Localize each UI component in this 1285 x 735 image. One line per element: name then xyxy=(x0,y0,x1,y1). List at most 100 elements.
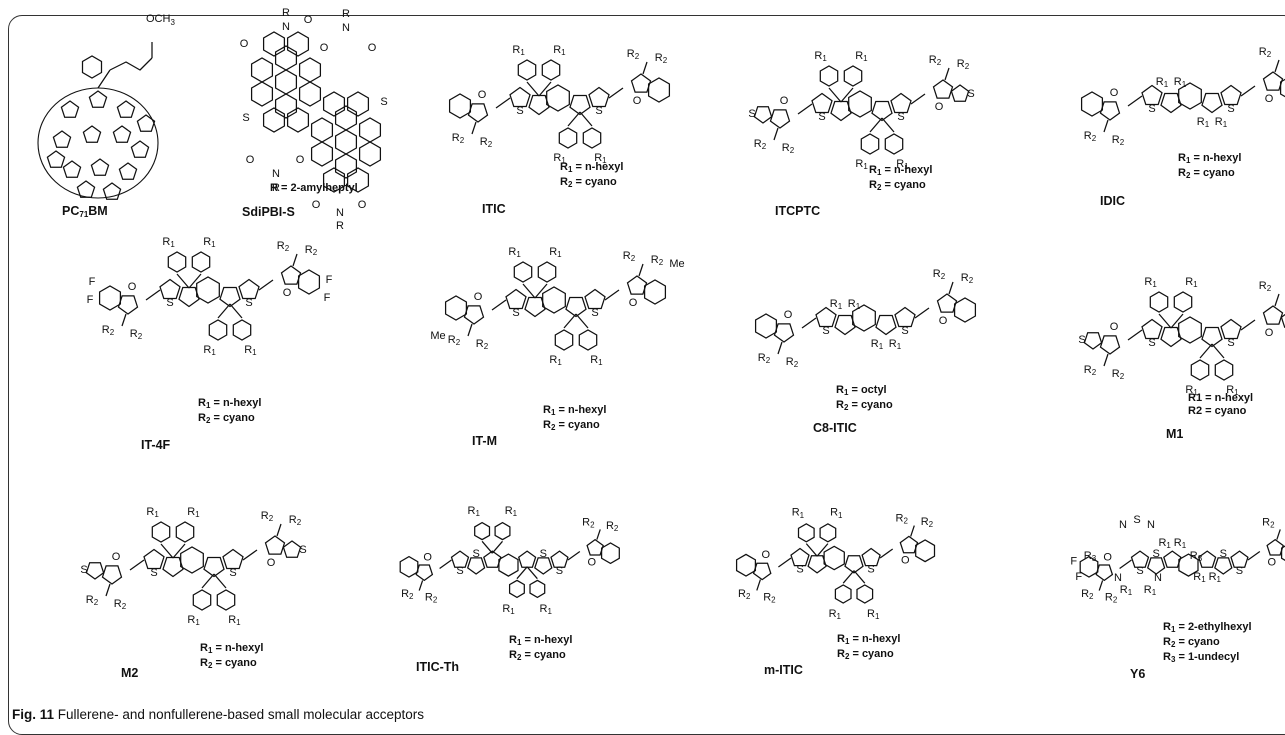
atom-label: R1 xyxy=(553,44,566,57)
ring xyxy=(1099,101,1121,121)
bond xyxy=(201,573,215,589)
ring xyxy=(830,100,852,122)
bond xyxy=(828,87,842,103)
definition-line: R2 = cyano xyxy=(836,399,893,412)
ring xyxy=(280,265,302,285)
atom-label: O xyxy=(762,549,771,561)
definition-line: R1 = n-hexyl xyxy=(1188,392,1254,404)
atom-label: S xyxy=(512,307,519,319)
definition-line: R2 = cyano xyxy=(200,657,257,670)
ring xyxy=(358,141,382,167)
ring xyxy=(358,117,382,143)
atom-label: R1 xyxy=(505,505,518,518)
atom-label: S xyxy=(80,564,87,576)
ring xyxy=(1178,82,1202,110)
ring xyxy=(136,114,156,132)
atom-label: R1 xyxy=(1144,276,1157,289)
bond xyxy=(1170,313,1184,329)
atom-label: R1 xyxy=(187,506,200,519)
definition-line: R2 = cyano xyxy=(543,419,600,432)
atom-label: F xyxy=(89,276,96,288)
atom-label: O xyxy=(474,291,483,303)
atom-label: F xyxy=(324,292,331,304)
definition-line: R1 = n-hexyl xyxy=(198,397,262,410)
definition-line: R2 = cyano xyxy=(198,412,255,425)
atom-label: S xyxy=(556,565,563,577)
atom-label: O xyxy=(1110,321,1119,333)
ring xyxy=(219,286,241,308)
compound-name-itic-th: ITIC-Th xyxy=(416,660,460,674)
definition-line: R2 = cyano xyxy=(1163,636,1220,649)
bond xyxy=(842,570,855,584)
definition-line: R2 = cyano xyxy=(837,648,894,661)
definition-line: R1 = n-hexyl xyxy=(1178,152,1242,165)
atom-label: R2 xyxy=(261,510,274,523)
ring xyxy=(1178,553,1199,577)
bond xyxy=(1199,343,1213,359)
atom-label: R1 xyxy=(512,44,525,57)
bond xyxy=(642,61,648,75)
caption-label: Fig. 11 xyxy=(12,707,55,722)
bond xyxy=(1158,313,1172,329)
atom-label: R1 xyxy=(1144,584,1157,597)
definition-line: R2 = cyano xyxy=(509,649,566,662)
ring xyxy=(274,45,298,71)
ring xyxy=(754,313,778,339)
atom-label: O xyxy=(358,199,367,211)
ring xyxy=(509,86,531,108)
ring xyxy=(1130,550,1150,568)
bond xyxy=(495,97,511,109)
atom-label: S xyxy=(1227,103,1234,115)
atom-label: R2 xyxy=(754,138,767,151)
ring xyxy=(550,550,569,568)
bond xyxy=(172,543,186,559)
ring xyxy=(578,329,598,351)
ring xyxy=(494,521,511,541)
atom-label: R2 xyxy=(1259,46,1272,59)
ring xyxy=(1262,305,1284,325)
atom-label: R2 xyxy=(1112,134,1125,147)
ring xyxy=(1280,545,1285,561)
ring xyxy=(1197,550,1217,568)
ring xyxy=(159,278,181,300)
bond xyxy=(944,67,950,81)
atom-label: S xyxy=(229,567,236,579)
atom-label: R2 xyxy=(758,352,771,365)
atom-label: N xyxy=(342,22,350,34)
atom-label: R2 xyxy=(582,517,595,530)
ring xyxy=(178,286,200,308)
atom-label: R2 xyxy=(1112,368,1125,381)
atom-label: O xyxy=(368,42,377,54)
atom-label: R1 xyxy=(1185,276,1198,289)
atom-label: S xyxy=(380,96,387,108)
defs-it-4f: R1 = n-hexyl R2 = cyano xyxy=(198,397,261,427)
ring xyxy=(769,109,791,129)
bond xyxy=(1240,85,1256,97)
ring xyxy=(1173,291,1193,313)
ring xyxy=(62,160,82,178)
ring xyxy=(274,93,298,119)
ring xyxy=(286,31,310,57)
ring xyxy=(208,319,228,341)
ring xyxy=(630,73,652,93)
bond xyxy=(563,313,577,329)
atom-label: N xyxy=(1119,519,1127,531)
atom-label: R2 xyxy=(627,48,640,61)
ring xyxy=(1095,564,1114,582)
ring xyxy=(463,305,485,325)
definition-line: R = 2-amylheptyl xyxy=(270,182,358,194)
bond xyxy=(1098,580,1104,591)
ring xyxy=(953,297,977,323)
ring xyxy=(1149,291,1169,313)
atom-label: O xyxy=(1110,87,1119,99)
bond xyxy=(910,525,915,537)
ring xyxy=(130,140,150,158)
ring xyxy=(180,546,204,574)
ring xyxy=(334,105,358,131)
atom-label: R1 xyxy=(896,158,909,171)
ring xyxy=(175,521,195,543)
ring xyxy=(498,553,519,577)
ring xyxy=(815,306,837,328)
